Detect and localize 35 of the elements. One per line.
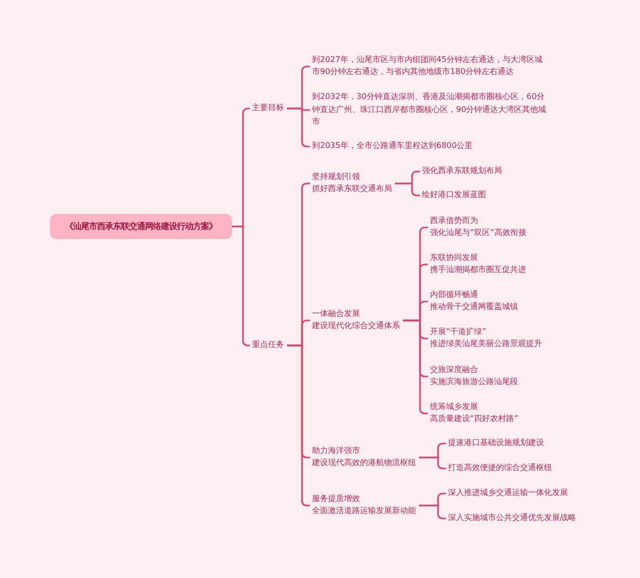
connector-line: [419, 456, 446, 470]
root-topic-box: 《汕尾市西承东联交通网络建设行动方案》: [50, 214, 232, 238]
topic-heading: 一体融合发展: [312, 308, 361, 320]
topic-text: 重点任务: [252, 338, 284, 351]
connector-line: [419, 504, 446, 520]
topic-subheading: 建设现代化综合交通体系: [312, 320, 400, 332]
topic-subheading: 建设现代高效的港航物流枢纽: [312, 457, 416, 469]
topic-subheading: 实施滨海旅游公路汕尾段: [430, 376, 518, 388]
topic-subheading: 携手汕潮揭都市圈互促共进: [430, 264, 526, 276]
topic-subheading: 推进绿美汕尾美丽公路景观提升: [430, 338, 542, 350]
topic-heading: 服务提质增效: [312, 492, 361, 504]
topic-heading: 西承借势而为: [430, 214, 479, 226]
topic-heading: 助力海洋强市: [312, 444, 361, 456]
topic-subheading: 高质量建设“四好农村路”: [430, 413, 518, 425]
topic-heading: 东联协同发展: [430, 252, 479, 264]
topic-heading: 统筹城乡发展: [430, 400, 479, 412]
topic-text: 深入推进城乡交通运输一体化发展: [448, 486, 568, 499]
topic-heading: 坚持规划引领: [312, 170, 361, 182]
topic-text: 打造高效便捷的综合交通枢纽: [448, 462, 552, 474]
topic-text: 主要目标: [252, 102, 284, 114]
topic-text: 到2032年，30分钟直达深圳、香港及汕潮揭都市圈核心区，60分钟直达广州、珠江口西岸都市圈核心区，90分钟通达大湾区其他城市: [312, 91, 548, 128]
topic-subheading: 强化汕尾与“双区”高效衔接: [430, 227, 526, 239]
topic-subheading: 推动骨干交通网覆盖城镇: [430, 301, 518, 313]
topic-heading: 内部循环畅通: [430, 288, 479, 300]
topic-heading: 开展“干道扩绿”: [430, 326, 488, 338]
topic-subheading: 抓好西承东联交通布局: [312, 183, 392, 195]
topic-text: 到2035年，全市公路通车里程达到6800公里: [312, 140, 473, 152]
topic-text: 深入实施城市公共交通优先发展战略: [448, 512, 576, 524]
topic-subheading: 全面激活道路运输发展新动能: [312, 505, 416, 517]
connector-line: [395, 182, 420, 196]
topic-text: 提速港口基础设施规划建设: [448, 436, 544, 449]
topic-text: 到2027年，汕尾市区与市内组团间45分钟左右通达，与大湾区城市90分钟左右通达，与省内其他地级市180分钟左右通达: [312, 54, 550, 78]
topic-text: 强化西承东联规划布局: [422, 164, 502, 177]
topic-heading: 交旅深度融合: [430, 364, 479, 376]
topic-text: 绘好港口发展蓝图: [422, 188, 486, 201]
